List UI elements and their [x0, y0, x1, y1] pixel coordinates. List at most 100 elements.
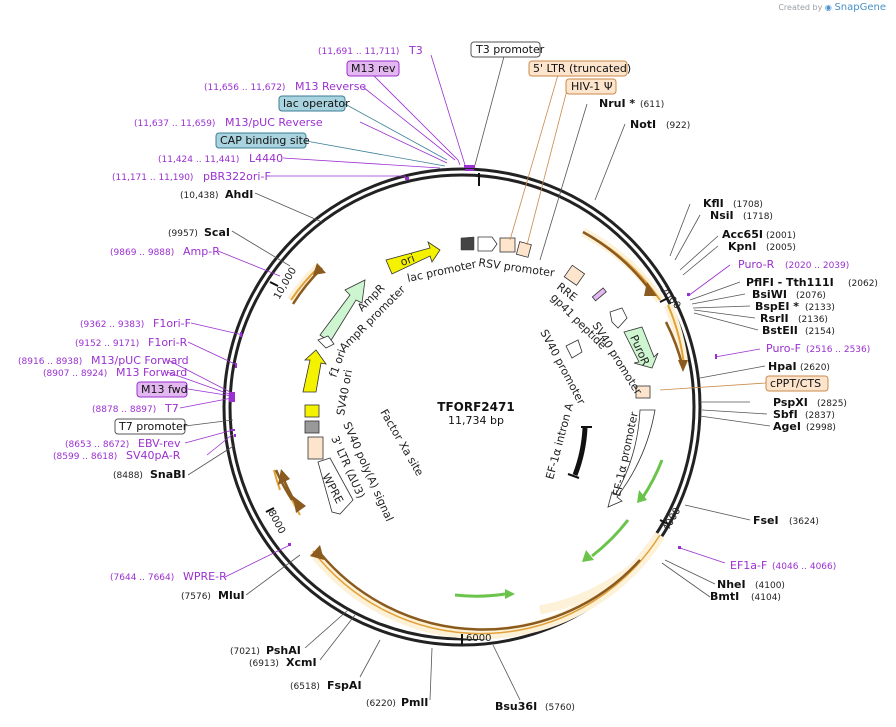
site-pmli: PmlI: [401, 696, 428, 709]
site-acc65i: Acc65I: [722, 228, 763, 241]
arrowhead: [637, 490, 647, 503]
sv40-promoter-arrow: [609, 307, 628, 329]
primer-ampr-range: (9869 .. 9888): [110, 248, 174, 258]
t3-promoter-label: T3 promoter: [475, 43, 545, 56]
primer-m13-forward-range: (8907 .. 8924): [43, 369, 107, 379]
ef1a-intron-label: EF-1α intron A: [543, 401, 576, 480]
rsv-promoter-label: RSV promoter: [478, 256, 556, 280]
lac-promoter-box: [460, 236, 475, 251]
hiv-psi-label: HIV-1 Ψ: [571, 80, 613, 93]
cppt-box: [635, 385, 651, 399]
ori-label: ori: [399, 252, 417, 269]
site-pspxi: PspXI: [773, 396, 808, 409]
wpre-arrow: [317, 457, 354, 515]
site-pshai: PshAI: [266, 644, 301, 657]
primer-puro-r-range: (2020 .. 2039): [785, 261, 849, 271]
promoter-arrow: [477, 236, 498, 252]
primer-puro-r: Puro-R: [738, 258, 775, 271]
site-ahdi-pos: (10,438): [180, 191, 219, 201]
m13-fwd-label: M13 fwd: [141, 383, 188, 396]
primer-ef1a-f-range: (4046 .. 4066): [772, 562, 836, 572]
map-length: 11,734 bp: [448, 414, 504, 427]
ampr-arrow: [319, 279, 366, 343]
ori-arrow: [385, 241, 441, 275]
site-bspei: BspEI *: [755, 300, 799, 313]
primer-pbr322: pBR322ori-F: [203, 170, 271, 183]
created-by-text: Created by: [778, 3, 823, 12]
site-bsu36i: Bsu36I: [495, 700, 537, 713]
brand-name: SnapGene: [834, 2, 886, 13]
psi-box: [515, 241, 532, 258]
site-ahdi: AhdI: [225, 188, 253, 201]
site-fspai-pos: (6518): [290, 682, 320, 692]
primer-marks: [229, 165, 717, 549]
site-fsei-pos: (3624): [789, 517, 819, 527]
snapgene-brand: Created by ◉ SnapGene: [778, 2, 886, 13]
cap-binding-label: CAP binding site: [220, 134, 310, 147]
site-pmli-pos: (6220): [366, 699, 396, 709]
site-kpni-pos: (2005): [766, 243, 796, 253]
sites-right: NruI * (611) NotI (922) KflI (1708) NsiI…: [599, 97, 878, 603]
primer-m13-reverse-range: (11,656 .. 11,672): [204, 83, 285, 93]
site-nrui: NruI *: [599, 97, 635, 110]
site-pflfi: PflFI - Tth111I: [746, 276, 834, 289]
site-xcmi: XcmI: [286, 656, 317, 669]
site-scai-pos: (9957): [168, 229, 198, 239]
site-mlui-pos: (7576): [181, 592, 211, 602]
site-mlui: MluI: [218, 589, 245, 602]
primer-m13puc-reverse-range: (11,637 .. 11,659): [134, 119, 215, 129]
site-pspxi-pos: (2825): [817, 399, 847, 409]
site-noti-pos: (922): [666, 121, 690, 131]
primer-t7-range: (8878 .. 8897): [92, 405, 156, 415]
site-snabi-pos: (8488): [113, 471, 143, 481]
primer-f1ori-r: F1ori-R: [148, 336, 188, 349]
primer-l4440: L4440: [249, 152, 283, 165]
primers: T3 (11,691 .. 11,711) M13 Reverse (11,65…: [18, 44, 870, 583]
primer-wpre-r-range: (7644 .. 7664): [110, 573, 174, 583]
ef1a-intron-arc: [572, 427, 588, 476]
sv40-ori-box: [304, 404, 320, 418]
site-pflfi-pos: (2062): [848, 279, 878, 289]
arrowhead: [678, 360, 688, 372]
ampr-promoter-arrow: [317, 335, 335, 349]
site-noti: NotI: [630, 118, 656, 131]
site-kpni: KpnI: [728, 240, 756, 253]
snapgene-logo-icon: ◉: [824, 3, 832, 12]
site-rsrii-pos: (2136): [798, 315, 828, 325]
primer-sv40pa-r-range: (8599 .. 8618): [53, 452, 117, 462]
primer-l4440-range: (11,424 .. 11,441): [158, 155, 239, 165]
primer-wpre-r: WPRE-R: [183, 570, 227, 583]
primer-puro-f: Puro-F: [766, 342, 801, 355]
site-bsiwi-pos: (2076): [796, 291, 826, 301]
t7-promoter-label: T7 promoter: [118, 420, 188, 433]
site-bsteii-pos: (2154): [805, 327, 835, 337]
puror-arrow: [623, 326, 659, 369]
site-snabi: SnaBI: [150, 468, 186, 481]
site-bsu36i-pos: (5760): [545, 703, 575, 713]
arrowhead: [310, 545, 324, 560]
sv40-promoter-b-label: SV40 promoter: [537, 327, 588, 407]
site-bspei-pos: (2133): [805, 303, 835, 313]
primer-ebv-rev: EBV-rev: [138, 437, 181, 450]
arrowhead: [313, 263, 326, 275]
site-nhei: NheI: [717, 578, 746, 591]
site-fspai: FspAI: [327, 679, 362, 692]
arrowhead: [278, 469, 290, 485]
primer-m13-forward: M13 Forward: [116, 366, 187, 379]
arrowhead: [505, 589, 515, 599]
map-name: TFORF2471: [437, 400, 514, 414]
site-nrui-pos: (611): [640, 100, 664, 110]
primer-t3: T3: [408, 44, 423, 57]
site-fsei: FseI: [753, 514, 779, 527]
primer-t7: T7: [164, 402, 179, 415]
factor-xa-label: Factor Xa site: [377, 407, 426, 478]
ltr5-label: 5' LTR (truncated): [533, 62, 631, 75]
primer-m13puc-forward-range: (8916 .. 8938): [18, 357, 82, 367]
f1-ori-arrow: [302, 349, 327, 393]
site-bsteii: BstEII: [762, 324, 798, 337]
ltr3-box: [307, 436, 324, 460]
site-acc65i-pos: (2001): [766, 231, 796, 241]
lac-operator-label: lac operator: [283, 97, 350, 110]
primer-sv40pa-r: SV40pA-R: [126, 449, 181, 462]
